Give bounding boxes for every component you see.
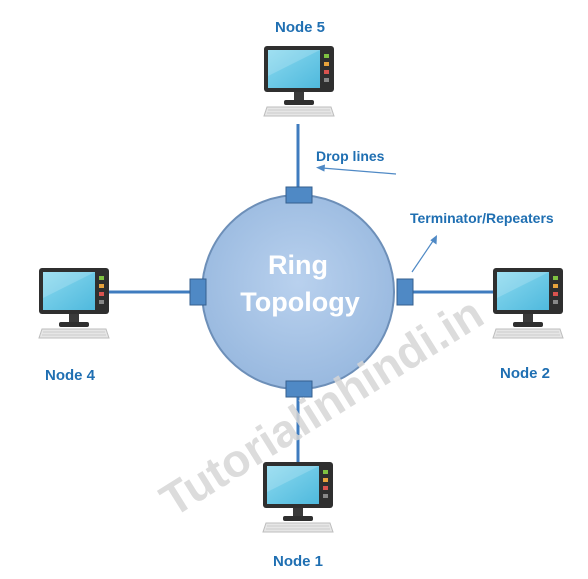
terminator-arrow [411,240,434,273]
terminator-repeaters-label: Terminator/Repeaters [410,210,554,226]
connector-right [396,278,414,306]
connector-left [189,278,207,306]
drop-lines-label: Drop lines [316,148,385,164]
ring-label-line2: Topology [240,287,359,317]
computer-icon-node4 [38,267,110,339]
computer-icon-node5 [263,45,335,117]
node1-label: Node 1 [273,553,323,570]
node4-label: Node 4 [45,367,96,384]
drop-lines-arrow [321,167,397,175]
node2-label: Node 2 [500,365,550,382]
node5-label: Node 5 [275,19,325,36]
drop-lines-arrow-head [316,164,325,172]
connector-bottom [285,380,313,398]
computer-icon-node1 [262,461,334,533]
terminator-arrow-head [430,235,437,245]
connector-top [285,186,313,204]
computer-icon-node2 [492,267,564,339]
ring-label-line1: Ring [268,250,328,280]
